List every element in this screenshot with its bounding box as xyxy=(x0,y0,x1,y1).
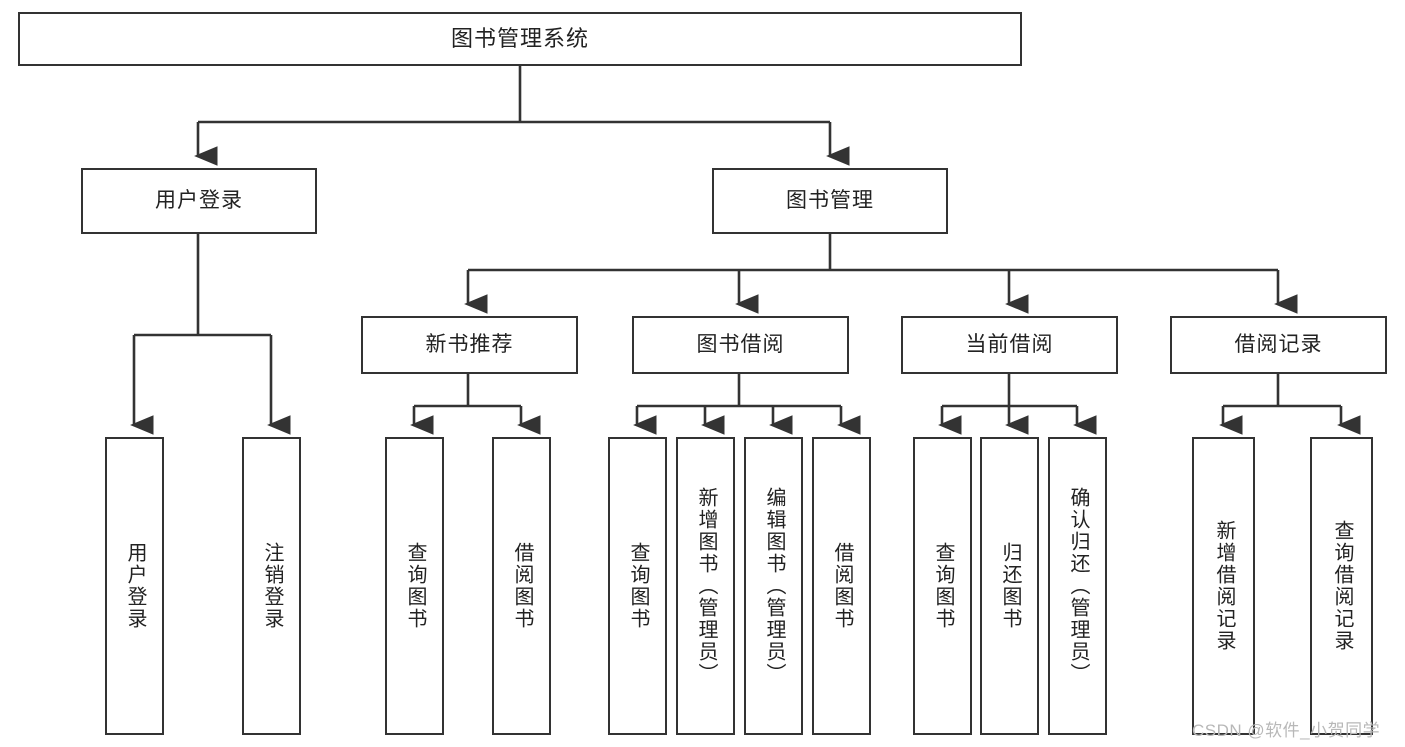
node-user-login[interactable]: 用户登录 xyxy=(81,168,317,234)
node-root-system[interactable]: 图书管理系统 xyxy=(18,12,1022,66)
leaf-label: 用户登录 xyxy=(124,542,146,630)
leaf-label: 确认归还（管理员） xyxy=(1067,487,1089,685)
leaf-borrow-borrow-book[interactable]: 借阅图书 xyxy=(812,437,871,735)
leaf-new-book-query[interactable]: 查询图书 xyxy=(385,437,444,735)
leaf-borrow-query-book[interactable]: 查询图书 xyxy=(608,437,667,735)
leaf-record-query-record[interactable]: 查询借阅记录 xyxy=(1310,437,1373,735)
leaf-label: 借阅图书 xyxy=(831,542,853,630)
leaf-record-add-record[interactable]: 新增借阅记录 xyxy=(1192,437,1255,735)
leaf-label: 查询借阅记录 xyxy=(1331,520,1353,652)
leaf-borrow-add-book-admin[interactable]: 新增图书（管理员） xyxy=(676,437,735,735)
leaf-borrow-edit-book-admin[interactable]: 编辑图书（管理员） xyxy=(744,437,803,735)
node-book-borrow[interactable]: 图书借阅 xyxy=(632,316,849,374)
leaf-label: 注销登录 xyxy=(261,542,283,630)
csdn-watermark: CSDN @软件_小贺同学 xyxy=(1192,721,1381,740)
leaf-current-confirm-return-admin[interactable]: 确认归还（管理员） xyxy=(1048,437,1107,735)
leaf-user-login-login[interactable]: 用户登录 xyxy=(105,437,164,735)
node-borrow-record[interactable]: 借阅记录 xyxy=(1170,316,1387,374)
leaf-current-query-book[interactable]: 查询图书 xyxy=(913,437,972,735)
leaf-label: 查询图书 xyxy=(627,542,649,630)
node-current-borrow[interactable]: 当前借阅 xyxy=(901,316,1118,374)
leaf-label: 新增借阅记录 xyxy=(1213,520,1235,652)
node-new-book-recommend[interactable]: 新书推荐 xyxy=(361,316,578,374)
node-book-management[interactable]: 图书管理 xyxy=(712,168,948,234)
leaf-label: 归还图书 xyxy=(999,542,1021,630)
leaf-label: 查询图书 xyxy=(932,542,954,630)
leaf-label: 查询图书 xyxy=(404,542,426,630)
leaf-label: 新增图书（管理员） xyxy=(695,487,717,685)
leaf-new-book-borrow[interactable]: 借阅图书 xyxy=(492,437,551,735)
leaf-current-return-book[interactable]: 归还图书 xyxy=(980,437,1039,735)
leaf-user-login-logout[interactable]: 注销登录 xyxy=(242,437,301,735)
leaf-label: 借阅图书 xyxy=(511,542,533,630)
leaf-label: 编辑图书（管理员） xyxy=(763,487,785,685)
